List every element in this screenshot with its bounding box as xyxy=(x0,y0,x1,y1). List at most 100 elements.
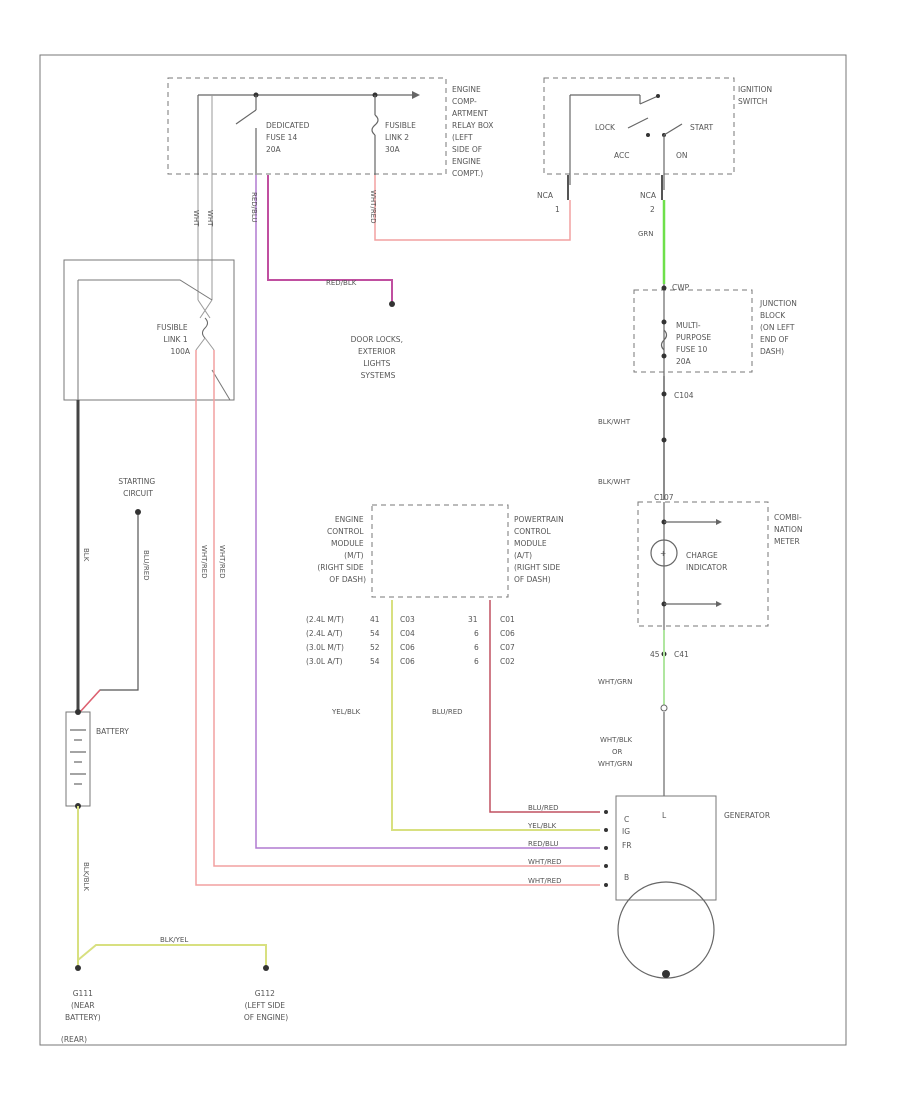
lock-label: LOCK xyxy=(595,123,616,132)
svg-text:C01: C01 xyxy=(500,615,515,624)
wire-wht-grn-label: WHT/GRN xyxy=(598,678,632,686)
diagram-frame xyxy=(39,54,847,1046)
wire-blu-red-2-label: BLU/RED xyxy=(432,708,463,716)
wire-blk-bat-label: BLK/BLK xyxy=(82,862,90,891)
svg-text:(3.0L A/T): (3.0L A/T) xyxy=(306,657,343,666)
gen-l-label: L xyxy=(662,811,667,820)
dedicated-fuse-label: DEDICATED FUSE 14 20A xyxy=(266,121,312,154)
generator-box xyxy=(615,795,717,901)
svg-text:6: 6 xyxy=(474,657,479,666)
starting-circuit-label: STARTING CIRCUIT xyxy=(118,477,157,498)
pin-2-label: 2 xyxy=(650,205,655,214)
generator-label: GENERATOR xyxy=(724,811,770,820)
combination-meter-label: COMBI- NATION METER xyxy=(774,513,805,546)
gen-wht-red-1-label: WHT/RED xyxy=(528,858,562,866)
wire-red-blk-short: RED/BLK xyxy=(326,279,357,287)
svg-text:(2.4L M/T): (2.4L M/T) xyxy=(306,615,344,624)
wire-red-blu-label: RED/BLU xyxy=(250,192,258,223)
battery-symbol xyxy=(65,711,91,807)
ecm-pin-table: (2.4L M/T) 41 C03 31 C01 (2.4L A/T) 54 C… xyxy=(306,615,515,666)
ecm-pcm-outline xyxy=(371,504,509,598)
g111-label: G111 (NEAR BATTERY) (REAR) xyxy=(61,989,103,1044)
ignition-switch-outline xyxy=(543,77,735,175)
acc-label: ACC xyxy=(614,151,629,160)
ecm-label: ENGINE CONTROL MODULE (M/T) (RIGHT SIDE … xyxy=(317,515,366,584)
cwp-top-label: CWP xyxy=(672,283,690,292)
gen-blu-red-label: BLU/RED xyxy=(528,804,559,812)
c104-label: C104 xyxy=(674,391,694,400)
svg-text:31: 31 xyxy=(468,615,478,624)
wire-red-blu-violet xyxy=(255,175,600,849)
svg-text:C02: C02 xyxy=(500,657,515,666)
gen-ig-label: IG xyxy=(622,827,630,836)
wire-wht-red-top-label: WHT/RED xyxy=(369,190,377,224)
svg-text:52: 52 xyxy=(370,643,380,652)
c41-label: C41 xyxy=(674,650,689,659)
svg-text:C07: C07 xyxy=(500,643,515,652)
wire-wht-red-v2-label: WHT/RED xyxy=(218,545,226,579)
wire-yel-blk-label: YEL/BLK xyxy=(331,708,361,716)
fusible-link-1-outer xyxy=(63,259,235,401)
fusible-link-1-label: FUSIBLE LINK 1 100A xyxy=(157,323,191,356)
nca-2-label: NCA xyxy=(640,191,657,200)
fusible-link-2-label: FUSIBLE LINK 2 30A xyxy=(385,121,418,154)
gen-fr-label: FR xyxy=(622,841,632,850)
pin-1-label: 1 xyxy=(555,205,560,214)
svg-text:C04: C04 xyxy=(400,629,415,638)
gen-c-label: C xyxy=(624,815,629,824)
wire-wht-1: WHT xyxy=(192,210,200,227)
wire-blk-yel-label: BLK/YEL xyxy=(160,936,188,944)
gen-b-label: B xyxy=(624,873,629,882)
generator-symbol xyxy=(617,881,715,979)
start-label: START xyxy=(690,123,714,132)
g112-label: G112 (LEFT SIDE OF ENGINE) xyxy=(244,989,288,1022)
on-label: ON xyxy=(676,151,688,160)
charge-indicator-label: CHARGE INDICATOR xyxy=(686,551,727,572)
combination-meter-outline xyxy=(637,501,769,627)
wire-wht-red-top xyxy=(374,175,571,241)
wire-wht-blk-or-label: WHT/BLK OR WHT/GRN xyxy=(598,736,634,768)
svg-text:41: 41 xyxy=(370,615,380,624)
svg-text:6: 6 xyxy=(474,643,479,652)
nca-1-label: NCA xyxy=(537,191,554,200)
wire-blu-red-label: BLU/RED xyxy=(142,550,150,581)
svg-text:C06: C06 xyxy=(500,629,515,638)
gen-yel-blk-label: YEL/BLK xyxy=(527,822,557,830)
svg-text:6: 6 xyxy=(474,629,479,638)
pin-45-label: 45 xyxy=(650,650,660,659)
pcm-label: POWERTRAIN CONTROL MODULE (A/T) (RIGHT S… xyxy=(514,515,566,584)
wire-blk-wht-2: BLK/WHT xyxy=(598,478,631,486)
svg-text:C03: C03 xyxy=(400,615,415,624)
junction-block-label: JUNCTION BLOCK (ON LEFT END OF DASH) xyxy=(759,299,799,356)
svg-text:C06: C06 xyxy=(400,657,415,666)
wire-blk-yel xyxy=(77,944,267,966)
engine-relay-box-label: ENGINE COMP- ARTMENT RELAY BOX (LEFT SID… xyxy=(452,85,496,178)
svg-text:C06: C06 xyxy=(400,643,415,652)
svg-text:+: + xyxy=(660,549,666,558)
gen-red-blu-label: RED/BLU xyxy=(528,840,559,848)
wire-blu-red-start xyxy=(79,515,139,713)
svg-text:(2.4L A/T): (2.4L A/T) xyxy=(306,629,343,638)
wire-wht-red-v2 xyxy=(213,350,600,867)
wire-blk-wht-1: BLK/WHT xyxy=(598,418,631,426)
svg-text:54: 54 xyxy=(370,629,380,638)
svg-text:(3.0L M/T): (3.0L M/T) xyxy=(306,643,344,652)
wire-yel-blk xyxy=(391,600,600,831)
wire-magenta-door xyxy=(267,175,393,302)
wire-grn-label: GRN xyxy=(638,230,654,238)
wire-blu-red-ecm xyxy=(489,600,600,813)
multi-purpose-fuse-label: MULTI- PURPOSE FUSE 10 20A xyxy=(676,321,714,366)
engine-relay-box-outline xyxy=(167,77,447,175)
ignition-switch-label: IGNITION SWITCH xyxy=(738,85,775,106)
c107-label: C107 xyxy=(654,493,674,502)
junction-block-outline xyxy=(633,289,753,373)
wire-blk-label: BLK xyxy=(82,548,90,562)
charge-indicator-lamp xyxy=(650,539,678,567)
wire-wht-red-v1-label: WHT/RED xyxy=(200,545,208,579)
wire-wht-2: WHT xyxy=(206,210,214,227)
gen-wht-red-2-label: WHT/RED xyxy=(528,877,562,885)
battery-label: BATTERY xyxy=(96,727,129,736)
door-locks-label: DOOR LOCKS, EXTERIOR LIGHTS SYSTEMS xyxy=(351,335,406,380)
wire-wht-red-v1 xyxy=(195,350,600,886)
